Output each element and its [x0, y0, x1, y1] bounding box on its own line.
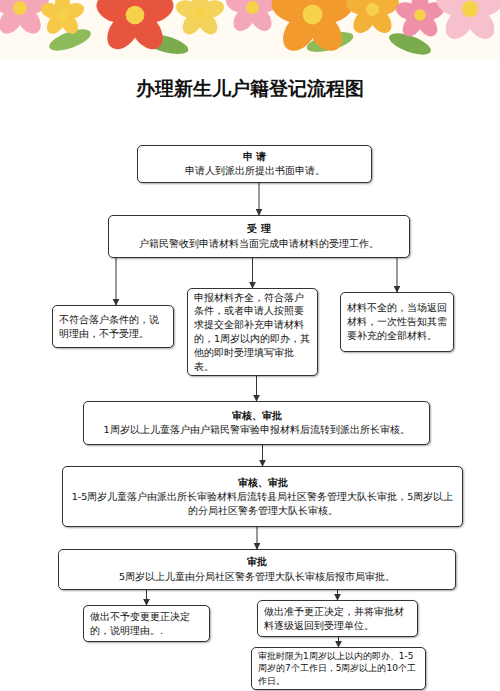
process-box: 审批5周岁以上儿童由分局社区警务管理大队长审核后报市局审批。	[58, 549, 456, 590]
process-box: 审批时限为1周岁以上以内的即办、1-5周岁的7个工作日，5周岁以上的10个工作日…	[251, 647, 426, 690]
flower	[433, 0, 500, 44]
box-text: 做出准予更正决定，并将审批材料逐级返回到受理单位。	[264, 605, 411, 633]
process-box: 申 请申请人到派出所提出书面申请。	[137, 145, 372, 183]
flow-arrow	[146, 590, 147, 605]
flower	[93, 0, 177, 55]
box-text: 1周岁以上儿童落户由户籍民警审验申报材料后流转到派出所长审核。	[90, 423, 423, 437]
box-text: 1-5周岁儿童落户由派出所长审验材料后流转县局社区警务管理大队长审批，5周岁以上…	[69, 490, 456, 518]
box-text: 申请人到派出所提出书面申请。	[144, 164, 365, 178]
box-text: 做出不予变更更正决定的，说明理由。.	[90, 610, 203, 638]
flow-arrow	[338, 637, 339, 647]
flow-arrow	[256, 376, 257, 401]
process-box: 审核、审批1-5周岁儿童落户由派出所长审验材料后流转县局社区警务管理大队长审批，…	[62, 466, 463, 527]
flow-arrow	[252, 258, 253, 288]
process-box: 审核、审批1周岁以上儿童落户由户籍民警审验申报材料后流转到派出所长审核。	[83, 401, 430, 445]
process-box: 不符合落户条件的，说明理由，不予受理。	[52, 305, 174, 348]
flower	[268, 0, 358, 57]
box-heading: 审批	[65, 555, 449, 569]
box-text: 5周岁以上儿童由分局社区警务管理大队长审核后报市局审批。	[65, 570, 449, 584]
flow-arrow	[337, 590, 338, 600]
box-text: 户籍民警收到申请材料当面完成申请材料的受理工作。	[115, 237, 403, 251]
flow-arrow	[257, 527, 258, 549]
flower	[174, 0, 227, 38]
flow-arrow	[397, 258, 398, 292]
box-heading: 审核、审批	[90, 409, 423, 423]
process-box: 做出准予更正决定，并将审批材料逐级返回到受理单位。	[257, 600, 418, 637]
process-box: 材料不全的，当场返回材料，一次性告知其需要补充的全部材料。	[340, 292, 454, 352]
flow-arrow	[262, 445, 263, 466]
flow-arrow	[116, 258, 117, 305]
process-box: 申报材料齐全，符合落户条件，或者申请人按照要求提交全部补充申请材料的，1周岁以内…	[187, 288, 318, 376]
box-heading: 审核、审批	[69, 476, 456, 490]
box-text: 申报材料齐全，符合落户条件，或者申请人按照要求提交全部补充申请材料的，1周岁以内…	[194, 291, 311, 374]
box-heading: 申 请	[144, 150, 365, 164]
flower-banner	[0, 0, 500, 58]
box-text: 材料不全的，当场返回材料，一次性告知其需要补充的全部材料。	[347, 301, 447, 342]
box-text: 不符合落户条件的，说明理由，不予受理。	[59, 313, 167, 341]
box-text: 审批时限为1周岁以上以内的即办、1-5周岁的7个工作日，5周岁以上的10个工作日…	[258, 650, 419, 686]
flower	[39, 0, 86, 37]
process-box: 做出不予变更更正决定的，说明理由。.	[83, 605, 210, 642]
box-heading: 受 理	[115, 222, 403, 236]
title: 办理新生儿户籍登记流程图	[0, 76, 500, 102]
process-box: 受 理户籍民警收到申请材料当面完成申请材料的受理工作。	[108, 215, 410, 258]
flower	[344, 0, 402, 37]
flow-arrow	[259, 183, 260, 215]
